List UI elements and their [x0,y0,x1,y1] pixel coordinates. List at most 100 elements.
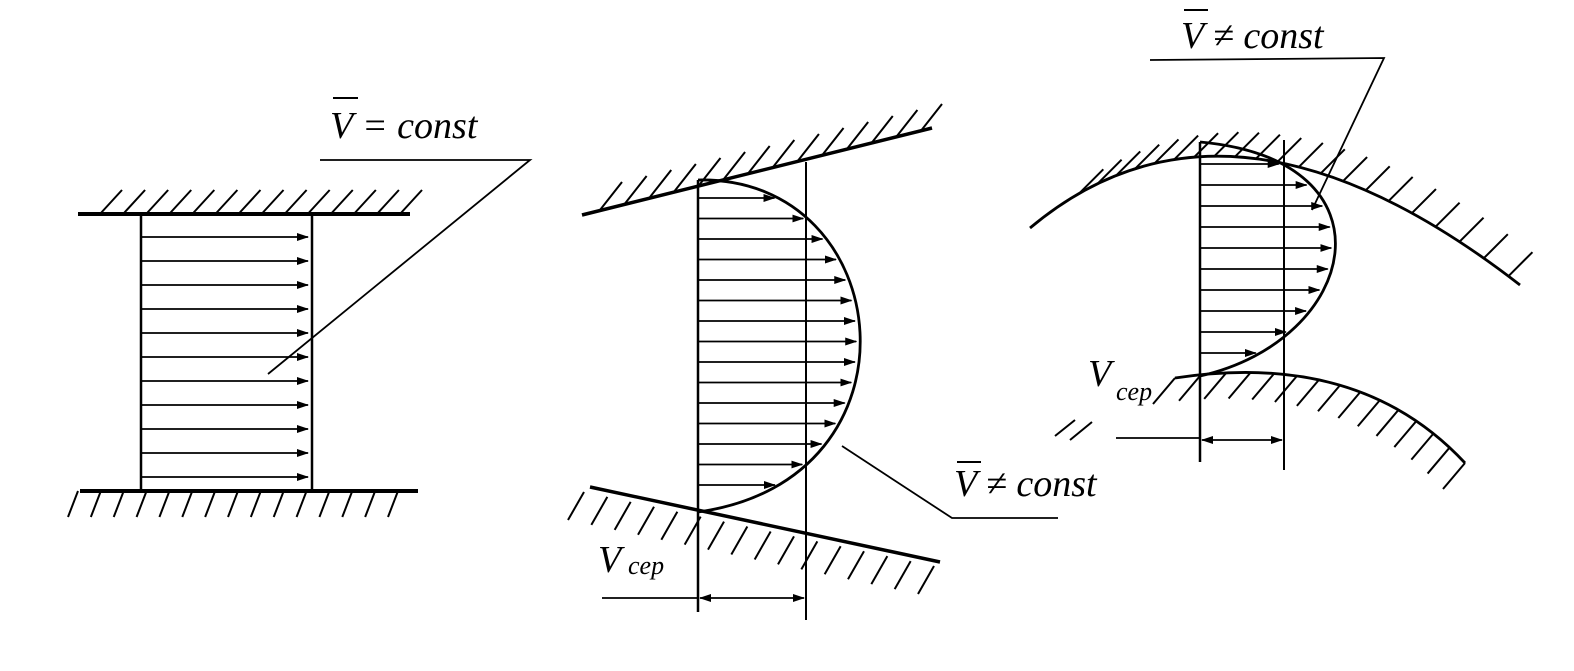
curved-flow-panel [1029,57,1534,490]
leader-line-const [267,159,533,375]
velocity-arrows-uniform [141,233,309,481]
hatch-stroke [707,521,725,551]
velocity-arrows-curved [1200,160,1333,357]
hatch-stroke [1507,251,1534,277]
hatch-stroke [845,121,869,151]
hatch-stroke [771,139,796,169]
hatch-stroke [1393,420,1418,448]
hatch-stroke [1375,409,1400,437]
bottom-wall-hatch [67,490,399,518]
top-wall-hatch [99,189,423,215]
hatch-stroke [820,127,845,157]
v-avg-symbol-right: V [1088,353,1115,395]
hatch-stroke [847,550,865,580]
hatch-stroke [1227,371,1252,400]
hatch-stroke [1096,158,1123,185]
hatch-stroke [283,189,308,215]
hatch-stroke [1276,137,1302,163]
label-v-not-const-right: V ≠ const [1181,9,1325,57]
hatch-stroke [318,490,331,518]
hatch-stroke [89,490,102,518]
hatch-stroke [158,490,171,518]
hatch-stroke [893,560,912,590]
hatch-stroke [1410,432,1435,461]
upper-wall [581,126,933,217]
lower-wall [589,485,941,564]
hatch-stroke [1483,233,1509,259]
v-not-const-middle-label: V ≠ const [954,463,1098,505]
hatch-stroke [1296,379,1320,407]
converging-flow-panel [567,103,1058,620]
stray-mark [1069,421,1093,441]
label-v-avg-middle: V cep [598,539,664,581]
hatch-stroke [796,133,820,163]
hatch-stroke [599,181,623,211]
hatch-stroke [567,491,585,521]
hatch-stroke [135,490,148,518]
v-avg-subscript-right: cep [1116,377,1152,406]
hatch-stroke [777,535,795,565]
hatch-stroke [1320,148,1346,174]
hatch-stroke [112,490,125,518]
hatch-stroke [399,189,423,215]
hatch-stroke [623,175,648,205]
hatch-stroke [1178,374,1202,402]
hatch-stroke [1458,217,1485,243]
hatch-stroke [1115,150,1141,177]
hatch-stroke [306,189,331,215]
label-v-avg-right: V cep [1088,353,1152,406]
hatch-stroke [295,490,308,518]
hatch-stroke [823,545,842,575]
hatch-stroke [1426,446,1451,475]
hatch-stroke [214,189,239,215]
hatch-stroke [1434,201,1461,228]
hatch-stroke [227,490,239,518]
v-not-const-right-label: V ≠ const [1181,15,1325,57]
hatch-stroke [753,530,772,560]
v-const-label: V = const [330,105,479,147]
uniform-flow-panel [67,159,533,518]
hatch-stroke [330,189,354,215]
hatch-stroke [894,109,919,139]
hatch-stroke [387,490,399,518]
hatch-stroke [1317,384,1341,412]
hatch-stroke [364,490,377,518]
hatch-stroke [260,189,285,215]
hatch-stroke [1152,377,1176,405]
hatch-stroke [272,490,285,518]
hatch-stroke [237,189,262,215]
hatch-stroke [1342,156,1368,182]
hatch-stroke [1365,165,1391,191]
hatch-stroke [145,189,169,215]
hatch-stroke [746,145,771,175]
hatch-stroke [1203,372,1227,400]
hatch-stroke [1298,142,1324,168]
hatch-stroke [204,490,217,518]
hatch-stroke [917,565,935,595]
hatch-stroke [1153,138,1180,165]
hatch-stroke [613,501,632,531]
hatch-stroke [800,540,819,570]
hatch-stroke [1173,134,1199,161]
outer-wall-hatch [1078,131,1534,277]
hatch-stroke [590,496,609,526]
hatch-stroke [648,169,673,199]
outer-curved-wall [1029,154,1521,287]
hatch-stroke [1134,143,1160,170]
hatch-stroke [1442,462,1466,490]
hatch-stroke [1251,372,1275,401]
hatch-stroke [1411,188,1437,214]
velocity-arrows-parabolic [698,194,858,489]
label-v-const: V = const [330,97,479,147]
hatch-stroke [1234,132,1260,158]
hatch-stroke [730,526,749,556]
v-avg-subscript: cep [628,551,664,580]
hatch-stroke [376,189,400,215]
hatch-stroke [353,189,377,215]
inner-wall-hatch [1152,371,1466,490]
hatch-stroke [1337,391,1362,419]
skewed-profile [1199,140,1337,378]
hatch-stroke [673,163,697,193]
hatch-stroke [660,511,679,541]
